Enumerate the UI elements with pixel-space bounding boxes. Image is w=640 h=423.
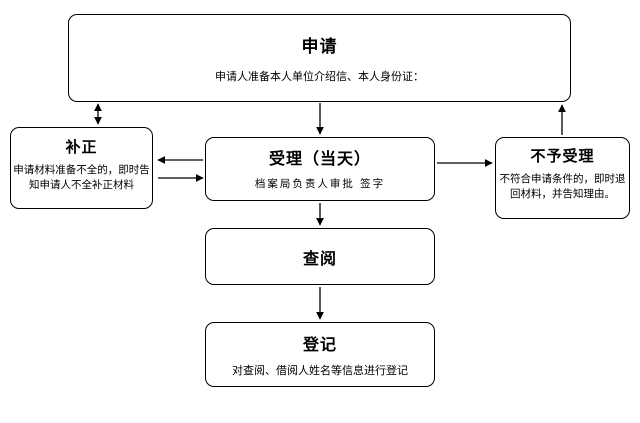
node-accept-desc: 档案局负责人审批 签字	[254, 178, 386, 191]
node-reject-desc: 不符合申请条件的，即时退回材料，并告知理由。	[499, 173, 626, 201]
node-apply-title: 申请	[301, 36, 338, 57]
node-accept-title: 受理（当天）	[268, 149, 371, 169]
node-reject-title: 不予受理	[530, 147, 595, 165]
node-correction[interactable]: 补正 申请材料准备不全的，即时告知申请人不全补正材料	[10, 127, 153, 209]
node-consult-title: 查阅	[302, 248, 337, 268]
node-apply-desc: 申请人准备本人单位介绍信、本人身份证：	[215, 69, 424, 83]
node-register-title: 登记	[302, 334, 337, 354]
node-consult[interactable]: 查阅	[205, 228, 435, 285]
node-correction-title: 补正	[65, 138, 98, 156]
node-correction-desc: 申请材料准备不全的，即时告知申请人不全补正材料	[13, 164, 150, 192]
node-register[interactable]: 登记 对查阅、借阅人姓名等信息进行登记	[205, 322, 435, 387]
node-apply[interactable]: 申请 申请人准备本人单位介绍信、本人身份证：	[68, 14, 571, 102]
node-accept[interactable]: 受理（当天） 档案局负责人审批 签字	[205, 137, 435, 201]
node-reject[interactable]: 不予受理 不符合申请条件的，即时退回材料，并告知理由。	[495, 137, 630, 219]
node-register-desc: 对查阅、借阅人姓名等信息进行登记	[232, 363, 408, 377]
